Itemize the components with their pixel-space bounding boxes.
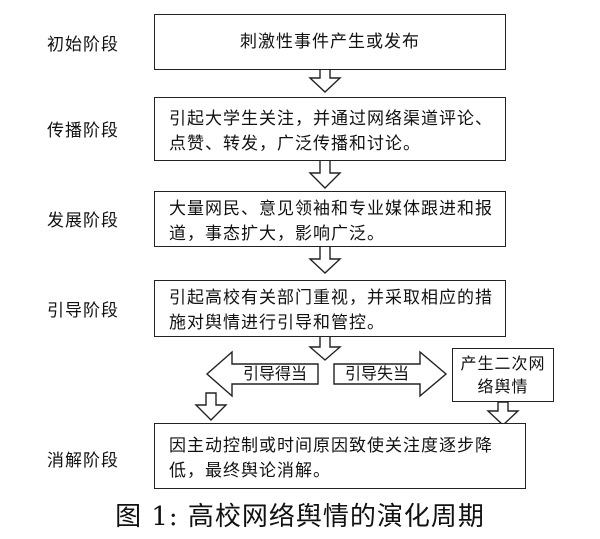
stage-box-initial: 刺激性事件产生或发布 <box>154 14 506 70</box>
stage-label-dissolve: 消解阶段 <box>47 451 119 471</box>
stage-label-initial: 初始阶段 <box>47 35 119 55</box>
down-arrow-2 <box>308 159 342 189</box>
stage-box-develop: 大量网民、意见领袖和专业媒体跟进和报道，事态扩大，影响广泛。 <box>154 191 506 247</box>
right-arrow <box>333 350 448 398</box>
secondary-opinion-box: 产生二次网络舆情 <box>452 348 554 402</box>
down-arrow-4 <box>308 335 342 361</box>
stage-label-develop: 发展阶段 <box>47 211 119 231</box>
down-arrow-1 <box>308 67 342 93</box>
left-arrow <box>205 350 319 398</box>
stage-box-guide: 引起高校有关部门重视，并采取相应的措施对舆情进行引导和管控。 <box>154 280 506 337</box>
secondary-opinion-text: 产生二次网络舆情 <box>460 354 546 396</box>
branch-label-proper: 引导得当 <box>242 364 307 383</box>
stage-box-dissolve: 因主动控制或时间原因致使关注度逐步降低，最终舆论消解。 <box>154 423 526 489</box>
down-arrow-left-branch <box>194 392 228 421</box>
stage-text-dissolve: 因主动控制或时间原因致使关注度逐步降低，最终舆论消解。 <box>169 436 493 481</box>
stage-text-initial: 刺激性事件产生或发布 <box>240 31 420 52</box>
stage-text-spread: 引起大学生关注，并通过网络渠道评论、点赞、转发，广泛传播和讨论。 <box>169 109 493 154</box>
stage-text-guide: 引起高校有关部门重视，并采取相应的措施对舆情进行引导和管控。 <box>169 288 493 333</box>
stage-text-develop: 大量网民、意见领袖和专业媒体跟进和报道，事态扩大，影响广泛。 <box>169 199 493 244</box>
stage-label-spread: 传播阶段 <box>47 121 119 141</box>
branch-label-improper: 引导失当 <box>344 364 409 383</box>
stage-label-guide: 引导阶段 <box>47 301 119 321</box>
figure-caption: 图 1: 高校网络舆情的演化周期 <box>115 502 485 532</box>
stage-box-spread: 引起大学生关注，并通过网络渠道评论、点赞、转发，广泛传播和讨论。 <box>154 97 506 161</box>
down-arrow-right-branch <box>486 401 520 426</box>
down-arrow-3 <box>308 244 342 274</box>
